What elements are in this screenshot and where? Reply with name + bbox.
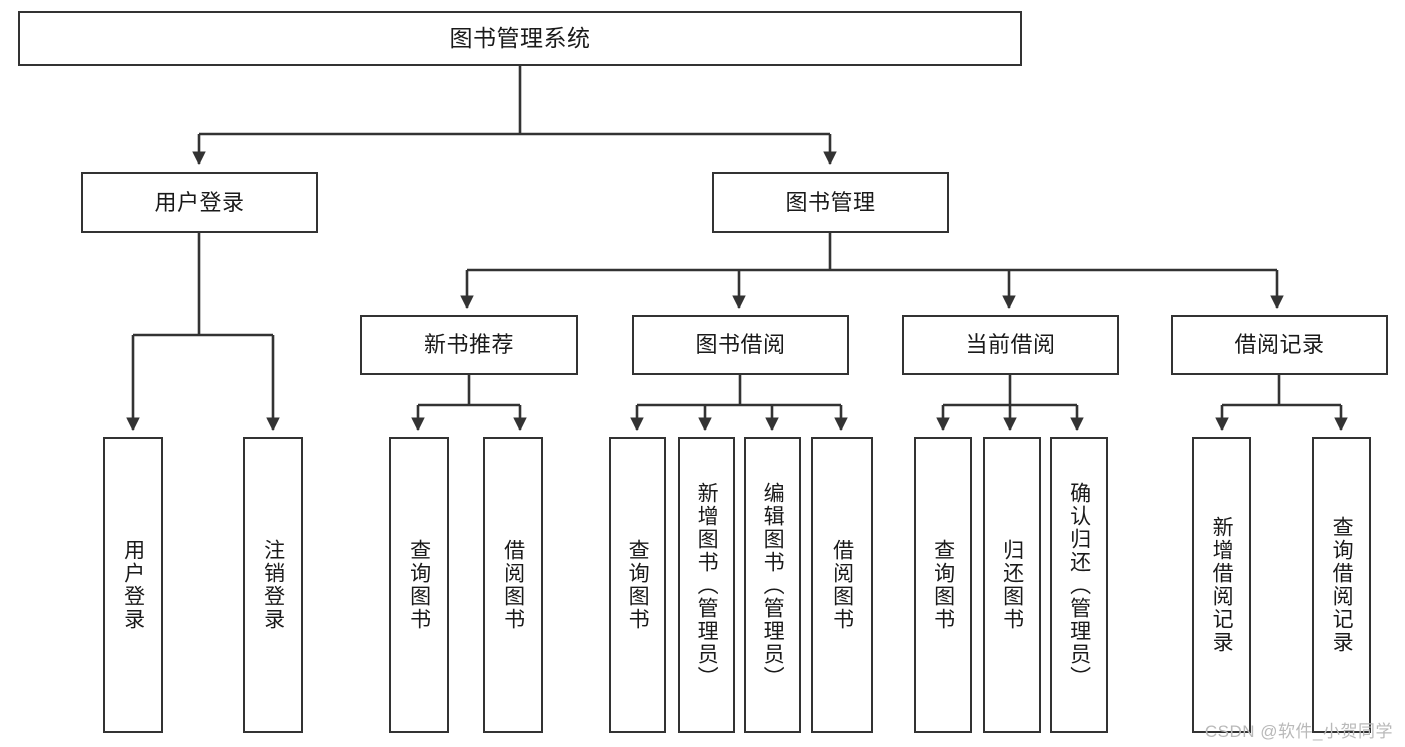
node-label: 借阅记录 bbox=[1234, 332, 1325, 358]
node-label: 查询借阅记录 bbox=[1330, 516, 1354, 654]
node-label: 新增图书（管理员） bbox=[695, 481, 719, 689]
node-label: 查询图书 bbox=[407, 539, 431, 631]
node-leaf-query-book-2[interactable]: 查询图书 bbox=[609, 437, 666, 733]
node-label: 当前借阅 bbox=[965, 332, 1056, 358]
node-label: 归还图书 bbox=[1000, 539, 1024, 631]
node-leaf-return-book[interactable]: 归还图书 bbox=[983, 437, 1041, 733]
node-label: 查询图书 bbox=[931, 539, 955, 631]
node-leaf-logout-login[interactable]: 注销登录 bbox=[243, 437, 303, 733]
node-user-login[interactable]: 用户登录 bbox=[81, 172, 318, 233]
node-label: 新增借阅记录 bbox=[1210, 516, 1234, 654]
node-label: 借阅图书 bbox=[501, 539, 525, 631]
node-leaf-edit-book[interactable]: 编辑图书（管理员） bbox=[744, 437, 801, 733]
node-label: 确认归还（管理员） bbox=[1067, 481, 1091, 689]
node-label: 借阅图书 bbox=[830, 539, 854, 631]
node-label: 图书借阅 bbox=[695, 332, 786, 358]
node-leaf-add-record[interactable]: 新增借阅记录 bbox=[1192, 437, 1251, 733]
node-label: 用户登录 bbox=[154, 189, 245, 215]
node-book-borrow[interactable]: 图书借阅 bbox=[632, 315, 849, 375]
node-label: 新书推荐 bbox=[423, 332, 514, 358]
node-label: 图书管理系统 bbox=[449, 25, 591, 52]
node-leaf-borrow-book-1[interactable]: 借阅图书 bbox=[483, 437, 543, 733]
node-label: 图书管理 bbox=[785, 189, 876, 215]
node-book-manage[interactable]: 图书管理 bbox=[712, 172, 949, 233]
node-leaf-query-book-1[interactable]: 查询图书 bbox=[389, 437, 449, 733]
node-root-system[interactable]: 图书管理系统 bbox=[18, 11, 1022, 66]
node-label: 注销登录 bbox=[261, 539, 285, 631]
node-leaf-query-book-3[interactable]: 查询图书 bbox=[914, 437, 972, 733]
node-label: 用户登录 bbox=[121, 539, 145, 631]
node-leaf-borrow-book-2[interactable]: 借阅图书 bbox=[811, 437, 873, 733]
node-new-book-recommend[interactable]: 新书推荐 bbox=[360, 315, 578, 375]
node-leaf-query-record[interactable]: 查询借阅记录 bbox=[1312, 437, 1371, 733]
node-leaf-add-book[interactable]: 新增图书（管理员） bbox=[678, 437, 735, 733]
node-leaf-user-login[interactable]: 用户登录 bbox=[103, 437, 163, 733]
watermark: CSDN @软件_小贺同学 bbox=[1204, 722, 1393, 741]
node-label: 查询图书 bbox=[626, 539, 650, 631]
node-leaf-confirm-return[interactable]: 确认归还（管理员） bbox=[1050, 437, 1108, 733]
node-borrow-record[interactable]: 借阅记录 bbox=[1171, 315, 1388, 375]
node-current-borrow[interactable]: 当前借阅 bbox=[902, 315, 1119, 375]
node-label: 编辑图书（管理员） bbox=[761, 481, 785, 689]
